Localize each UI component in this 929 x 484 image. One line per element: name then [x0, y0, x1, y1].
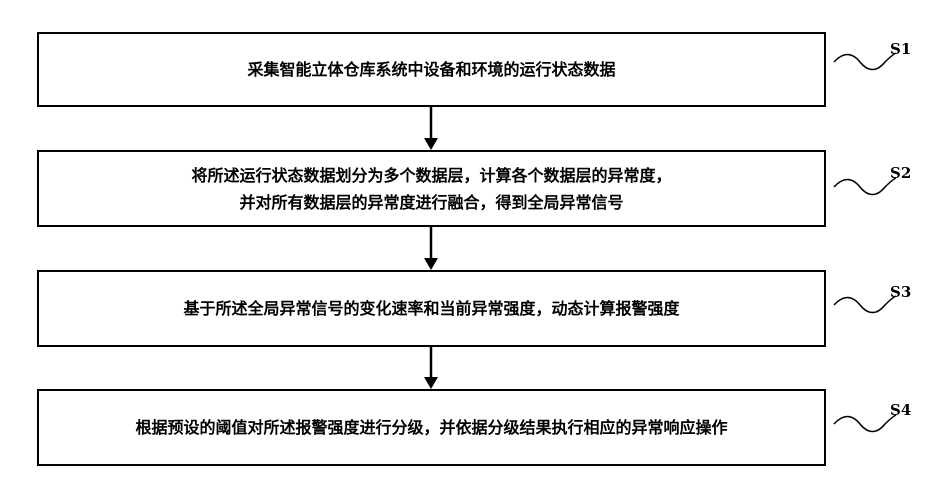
arrow-s1-s2 [424, 107, 438, 150]
step-label-s2: S2 [890, 164, 911, 182]
leader-wave-s4 [834, 415, 896, 432]
step-label-s4: S4 [890, 401, 911, 419]
leader-wave-s1 [834, 53, 896, 70]
step-label-s1: S1 [890, 40, 911, 58]
arrow-s3-s4 [424, 347, 438, 389]
arrow-s2-s3 [424, 227, 438, 270]
step-label-s3: S3 [890, 283, 911, 301]
leader-wave-s2 [834, 178, 896, 195]
leader-wave-s3 [834, 296, 896, 313]
